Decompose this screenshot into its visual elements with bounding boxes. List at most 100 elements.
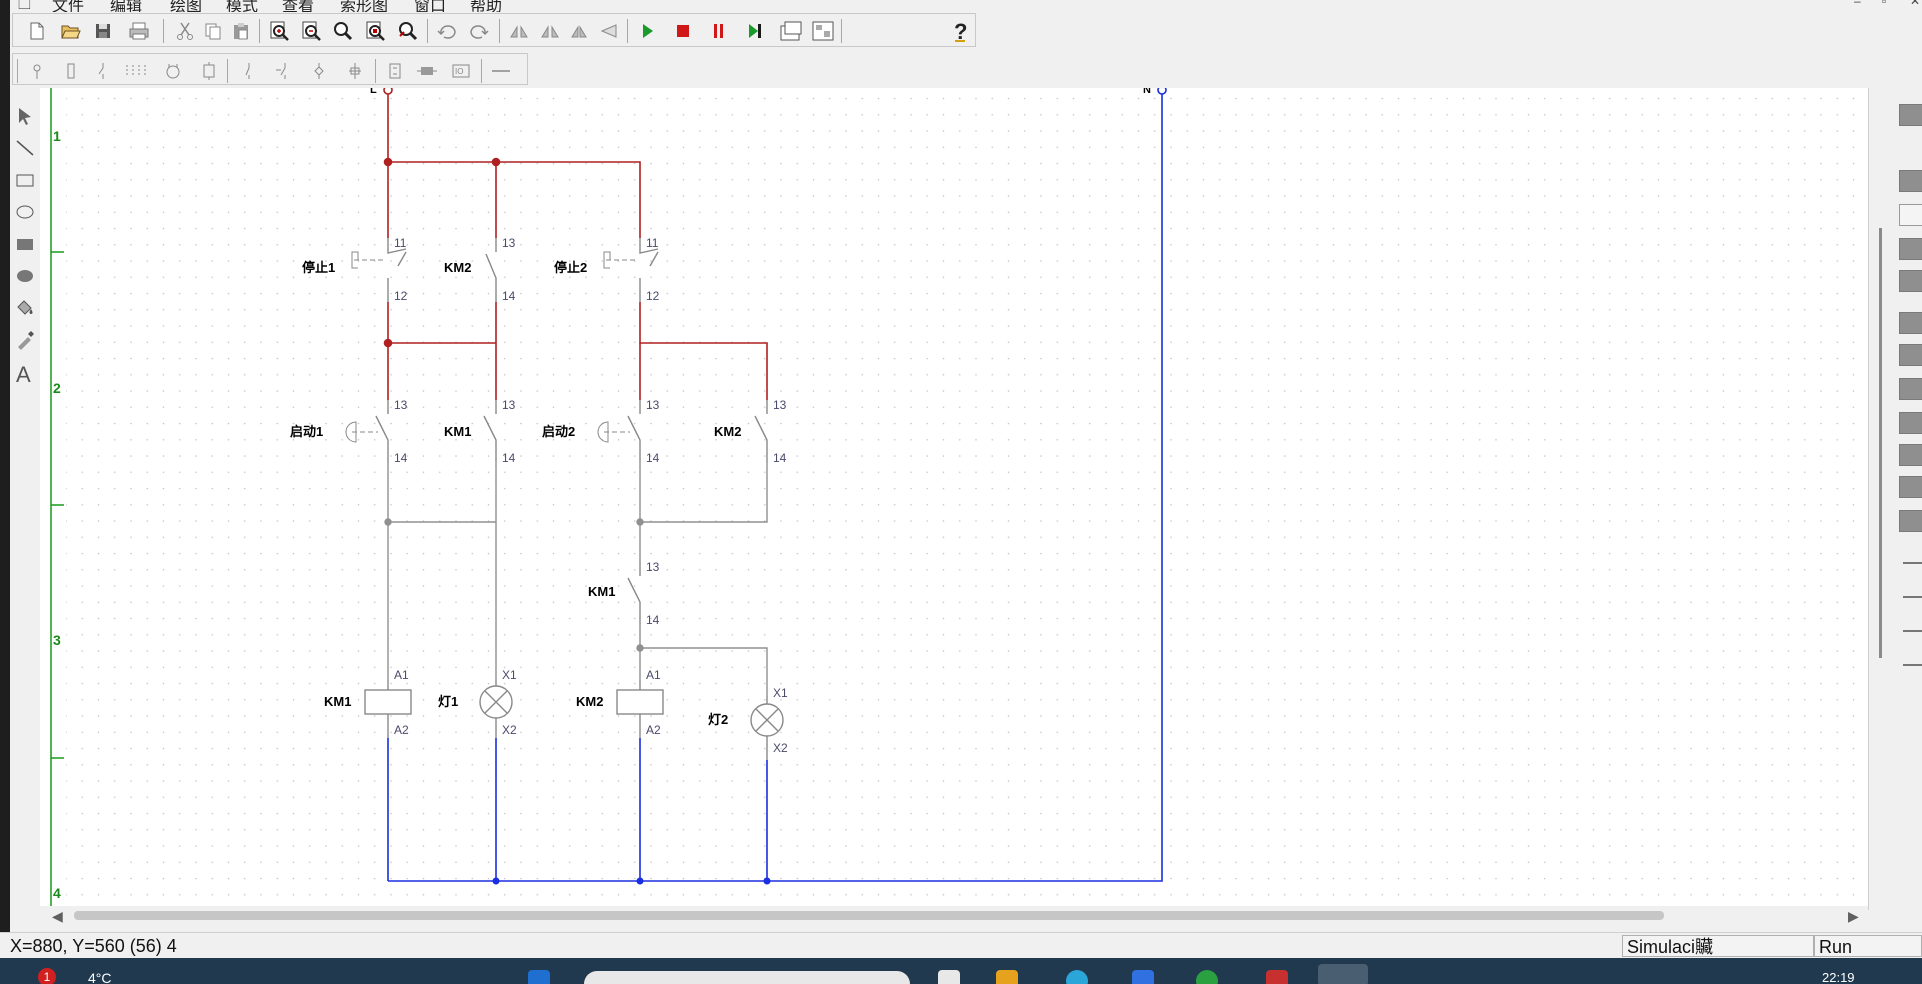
palette-swatch[interactable]	[1899, 170, 1922, 192]
app-icon[interactable]: 🗋	[18, 0, 31, 12]
undo-icon[interactable]	[433, 17, 461, 44]
minimize-button[interactable]: –	[1854, 0, 1861, 8]
menu-window[interactable]: 窗口	[414, 0, 447, 12]
relay-icon[interactable]	[381, 57, 409, 84]
palette-line[interactable]	[1903, 562, 1922, 564]
start2-no-button[interactable]: 启动2 13 14	[542, 398, 660, 465]
palette-line[interactable]	[1903, 630, 1922, 632]
km1-interlock-contact[interactable]: KM1 13 14	[588, 560, 660, 627]
paste-icon[interactable]	[227, 17, 255, 44]
palette-swatch[interactable]	[1899, 238, 1922, 260]
flip-v-icon[interactable]	[535, 17, 563, 44]
palette-swatch[interactable]	[1899, 104, 1922, 126]
lamp1[interactable]: 灯1 X1 X2	[438, 668, 517, 738]
file-explorer-icon[interactable]	[996, 970, 1018, 984]
zoom-out-icon[interactable]	[297, 17, 325, 44]
active-app-indicator[interactable]	[1318, 964, 1368, 984]
save-icon[interactable]	[89, 17, 117, 44]
km2-coil[interactable]: KM2 A1 A2	[576, 668, 664, 738]
palette-line[interactable]	[1903, 664, 1922, 666]
taskbar-app-icon[interactable]	[1196, 970, 1218, 984]
maximize-button[interactable]: ▫	[1882, 0, 1887, 8]
wire-icon[interactable]	[487, 57, 515, 84]
pipette-icon[interactable]	[12, 326, 38, 354]
menu-view[interactable]: 查看	[282, 0, 315, 12]
filled-rectangle-icon[interactable]	[12, 230, 38, 258]
stop1-nc-button[interactable]: 停止1 11 12	[302, 236, 408, 303]
taskbar-app-icon[interactable]	[1266, 970, 1288, 984]
scroll-left-arrow-icon[interactable]: ◀	[52, 908, 63, 924]
text-tool-icon[interactable]: A	[12, 360, 38, 388]
menu-help[interactable]: 帮助	[470, 0, 503, 12]
timer-contact-icon[interactable]	[269, 57, 297, 84]
filled-ellipse-icon[interactable]	[12, 262, 38, 290]
palette-scrollbar[interactable]	[1879, 228, 1882, 658]
run-icon[interactable]	[633, 17, 661, 44]
notification-badge[interactable]: 1	[38, 968, 56, 984]
step-icon[interactable]	[741, 17, 769, 44]
km2-no-contact[interactable]: KM2 13 14	[714, 398, 787, 465]
menu-file[interactable]: 文件	[52, 0, 85, 12]
contact-sensor-icon[interactable]	[23, 57, 51, 84]
palette-swatch[interactable]	[1899, 510, 1922, 532]
weather-text[interactable]: 4°C	[88, 970, 112, 984]
zoom-window-icon[interactable]	[329, 17, 357, 44]
pause-icon[interactable]	[705, 17, 733, 44]
palette-swatch[interactable]	[1899, 444, 1922, 466]
zoom-all-icon[interactable]	[361, 17, 389, 44]
palette-line[interactable]	[1903, 596, 1922, 598]
flip-h-icon[interactable]	[505, 17, 533, 44]
browser-icon[interactable]	[1066, 970, 1088, 984]
valve-icon[interactable]	[413, 57, 441, 84]
scroll-right-arrow-icon[interactable]: ▶	[1848, 908, 1859, 924]
close-button[interactable]: ✕	[1910, 0, 1921, 8]
junction-icon[interactable]	[341, 57, 369, 84]
rectangle-tool-icon[interactable]	[12, 166, 38, 194]
zoom-in-icon[interactable]	[265, 17, 293, 44]
coil-icon[interactable]	[195, 57, 223, 84]
stop2-nc-button[interactable]: 停止2 11 12	[554, 236, 660, 303]
lamp2[interactable]: 灯2 X1 X2	[708, 686, 788, 760]
palette-swatch[interactable]	[1899, 476, 1922, 498]
resistor-array-icon[interactable]	[123, 57, 151, 84]
horizontal-scrollbar[interactable]: ◀ ▶	[40, 906, 1868, 924]
ellipse-tool-icon[interactable]	[12, 198, 38, 226]
start-icon[interactable]	[528, 970, 550, 984]
menu-edit[interactable]: 编辑	[110, 0, 143, 12]
diode-icon[interactable]	[305, 57, 333, 84]
fill-bucket-icon[interactable]	[12, 294, 38, 322]
menu-draw[interactable]: 绘图	[170, 0, 203, 12]
km1-coil[interactable]: KM1 A1 A2	[324, 668, 412, 738]
contact-icon[interactable]	[89, 57, 117, 84]
schematic-canvas[interactable]: 1 2 3 4 L N	[40, 88, 1868, 906]
start1-no-button[interactable]: 启动1 13 14	[290, 398, 408, 465]
palette-swatch[interactable]	[1899, 204, 1922, 226]
help-icon[interactable]: ?	[947, 17, 975, 44]
mirror-v-icon[interactable]	[595, 17, 623, 44]
select-arrow-icon[interactable]	[12, 102, 38, 130]
copy-icon[interactable]	[199, 17, 227, 44]
menu-mode[interactable]: 模式	[226, 0, 259, 12]
zoom-select-icon[interactable]	[393, 17, 421, 44]
io-box-icon[interactable]: IO	[447, 57, 475, 84]
new-file-icon[interactable]	[23, 17, 51, 44]
redo-icon[interactable]	[465, 17, 493, 44]
motor-icon[interactable]	[159, 57, 187, 84]
km2-no-contact-top[interactable]: KM2 13 14	[444, 236, 516, 303]
km1-no-contact[interactable]: KM1 13 14	[444, 398, 516, 465]
stop-icon[interactable]	[669, 17, 697, 44]
palette-swatch[interactable]	[1899, 378, 1922, 400]
palette-swatch[interactable]	[1899, 344, 1922, 366]
palette-swatch[interactable]	[1899, 412, 1922, 434]
taskbar-app-icon[interactable]	[938, 970, 960, 984]
line-tool-icon[interactable]	[12, 134, 38, 162]
taskbar-search-box[interactable]	[584, 971, 910, 984]
menu-index[interactable]: 索形图	[340, 0, 389, 12]
print-icon[interactable]	[125, 17, 153, 44]
page-setup-icon[interactable]	[777, 17, 805, 44]
palette-swatch[interactable]	[1899, 270, 1922, 292]
layout-icon[interactable]	[809, 17, 837, 44]
schematic-svg[interactable]: 1 2 3 4 L N	[40, 88, 1868, 906]
nc-contact-icon[interactable]	[235, 57, 263, 84]
mirror-h-icon[interactable]	[565, 17, 593, 44]
